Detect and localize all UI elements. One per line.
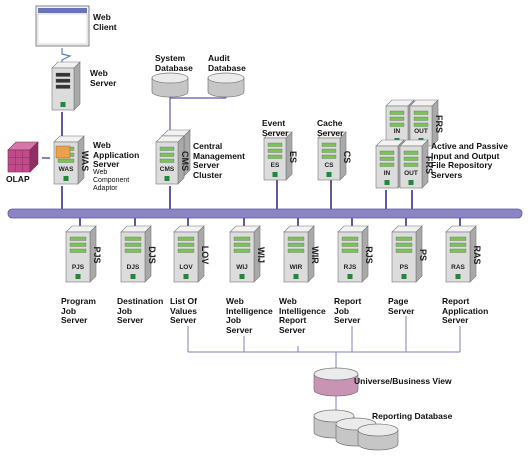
ps-label: Page Server [388, 296, 415, 316]
svg-text:WIJ: WIJ [236, 264, 248, 271]
svg-text:CS: CS [324, 162, 334, 169]
lov-label: List Of Values Server [170, 296, 197, 325]
pjs-label: Program Job Server [61, 296, 96, 325]
svg-text:FRS: FRS [424, 156, 434, 174]
wca-module [55, 145, 71, 159]
svg-text:WIR: WIR [290, 264, 303, 271]
svg-text:WAS: WAS [80, 151, 90, 172]
svg-text:RJS: RJS [344, 264, 357, 271]
server-pjs-tower: PJS PJS [65, 225, 102, 283]
svg-text:CS: CS [342, 151, 352, 164]
svg-text:OUT: OUT [404, 170, 418, 177]
was-tower: WAS WAS [53, 135, 90, 185]
svg-text:PJS: PJS [92, 246, 102, 263]
audit-database-label: Audit Database [208, 53, 246, 73]
olap-cube [7, 141, 39, 173]
svg-text:CMS: CMS [160, 166, 175, 173]
svg-text:RJS: RJS [364, 246, 374, 264]
server-lov-tower: LOV LOV [173, 225, 210, 283]
web-server-tower [51, 61, 81, 111]
svg-text:RAS: RAS [472, 245, 482, 264]
svg-text:PS: PS [418, 249, 428, 261]
frs-out-tower: OUT FRS [399, 139, 434, 189]
event-server-label: Event Server [262, 118, 289, 138]
reporting-db-cylinder-3 [357, 423, 399, 451]
svg-text:LOV: LOV [179, 264, 193, 271]
web-component-adaptor-label: Web Component Adaptor [93, 169, 130, 192]
system-database-cylinder [151, 72, 189, 98]
reporting-database-label: Reporting Database [372, 411, 453, 421]
web-client-monitor [35, 5, 90, 47]
server-ps-tower: PS PS [391, 225, 428, 283]
svg-text:WIJ: WIJ [256, 247, 266, 263]
svg-text:CMS: CMS [180, 151, 190, 171]
svg-text:ES: ES [271, 162, 280, 169]
cms-tower: CMS CMS [155, 135, 190, 185]
svg-text:OUT: OUT [414, 128, 428, 135]
wij-label: Web Intelligence Job Server [226, 296, 273, 335]
server-wij-tower: WIJ WIJ [229, 225, 266, 283]
svg-text:ES: ES [288, 151, 298, 163]
svg-text:LOV: LOV [200, 246, 210, 265]
svg-text:DJS: DJS [147, 246, 157, 264]
server-rjs-tower: RJS RJS [337, 225, 374, 283]
cms-label: Central Management Server Cluster [193, 141, 245, 180]
audit-database-cylinder [207, 72, 245, 98]
svg-text:DJS: DJS [127, 264, 140, 271]
universe-label: Universe/Business View [354, 376, 452, 386]
olap-label: OLAP [6, 174, 30, 184]
cache-server-label: Cache Server [317, 118, 344, 138]
svg-text:IN: IN [394, 128, 401, 135]
ras-label: Report Application Server [442, 296, 489, 325]
svg-text:PJS: PJS [72, 264, 85, 271]
svg-text:RAS: RAS [451, 264, 465, 271]
system-database-label: System Database [155, 53, 193, 73]
frs-out-back: OUT FRS [409, 99, 444, 147]
server-wir-tower: WIR WIR [283, 225, 320, 283]
svg-text:FRS: FRS [434, 115, 444, 133]
wir-label: Web Intelligence Report Server [279, 296, 326, 335]
was-label: Web Application Server [93, 140, 140, 169]
frs-label: Active and Passive Input and Output File… [431, 141, 509, 180]
svg-text:IN: IN [384, 170, 391, 177]
svg-text:WAS: WAS [59, 166, 74, 173]
rjs-label: Report Job Server [334, 296, 362, 325]
cs-tower: CS CS [317, 131, 352, 181]
web-client-label: Web Client [93, 12, 117, 32]
svg-text:WIR: WIR [310, 246, 320, 264]
svg-text:PS: PS [400, 264, 409, 271]
server-djs-tower: DJS DJS [120, 225, 157, 283]
es-tower: ES ES [263, 131, 298, 181]
djs-label: Destination Job Server [117, 296, 164, 325]
web-server-label: Web Server [90, 68, 117, 88]
network-bus [7, 208, 523, 219]
server-ras-tower: RAS RAS [445, 225, 482, 283]
universe-cylinder [313, 367, 359, 397]
